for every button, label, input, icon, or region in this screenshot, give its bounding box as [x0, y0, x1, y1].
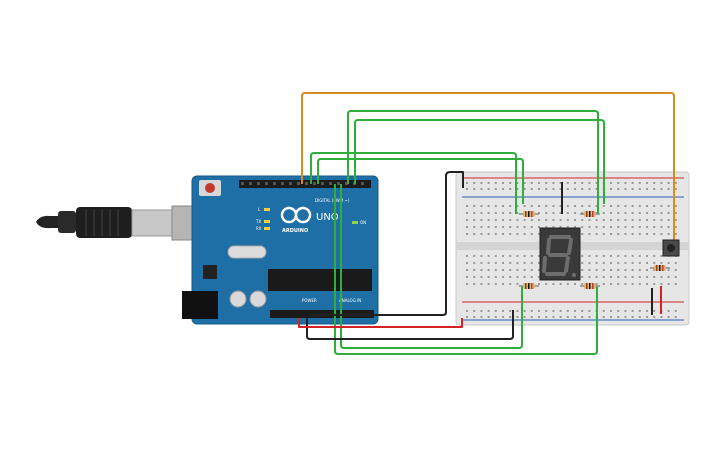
digital-header-label: DIGITAL (PWM ~) — [315, 198, 350, 203]
arduino-logo-icon — [280, 206, 312, 224]
model-label: UNO — [316, 212, 339, 223]
wire-orange[interactable] — [301, 92, 675, 244]
resistor — [580, 283, 600, 289]
resistor — [519, 211, 539, 217]
led-rx-label: RX — [256, 226, 262, 231]
resistor — [580, 211, 600, 217]
power-jack — [182, 291, 218, 319]
wire-red[interactable] — [298, 318, 463, 328]
wire-green-b[interactable] — [354, 119, 605, 204]
atmega-chip — [268, 269, 372, 291]
resistor — [519, 283, 539, 289]
led-tx-label: TX — [255, 219, 261, 224]
brand-label: ARDUINO — [282, 228, 308, 234]
arduino-uno-board[interactable]: ARDUINO UNO DIGITAL (PWM ~) POWER ANALOG… — [182, 175, 379, 325]
resistor — [650, 265, 670, 271]
wire-green-f[interactable] — [340, 184, 523, 349]
pushbutton[interactable] — [662, 239, 680, 257]
wire-green-d[interactable] — [317, 158, 524, 204]
wire-green-c[interactable] — [310, 152, 517, 214]
led-l-label: L — [258, 207, 261, 212]
wire-black-a[interactable] — [311, 171, 464, 318]
wire-green-e[interactable] — [334, 184, 598, 355]
resistors — [519, 211, 670, 289]
led-on-label: ON — [360, 220, 366, 225]
power-label: POWER — [302, 298, 317, 303]
wire-black-b[interactable] — [306, 310, 514, 340]
wire-green-a[interactable] — [347, 110, 599, 214]
analog-label: ANALOG IN — [339, 298, 361, 303]
seven-segment-display[interactable] — [539, 227, 581, 281]
usb-cable[interactable] — [36, 205, 203, 241]
